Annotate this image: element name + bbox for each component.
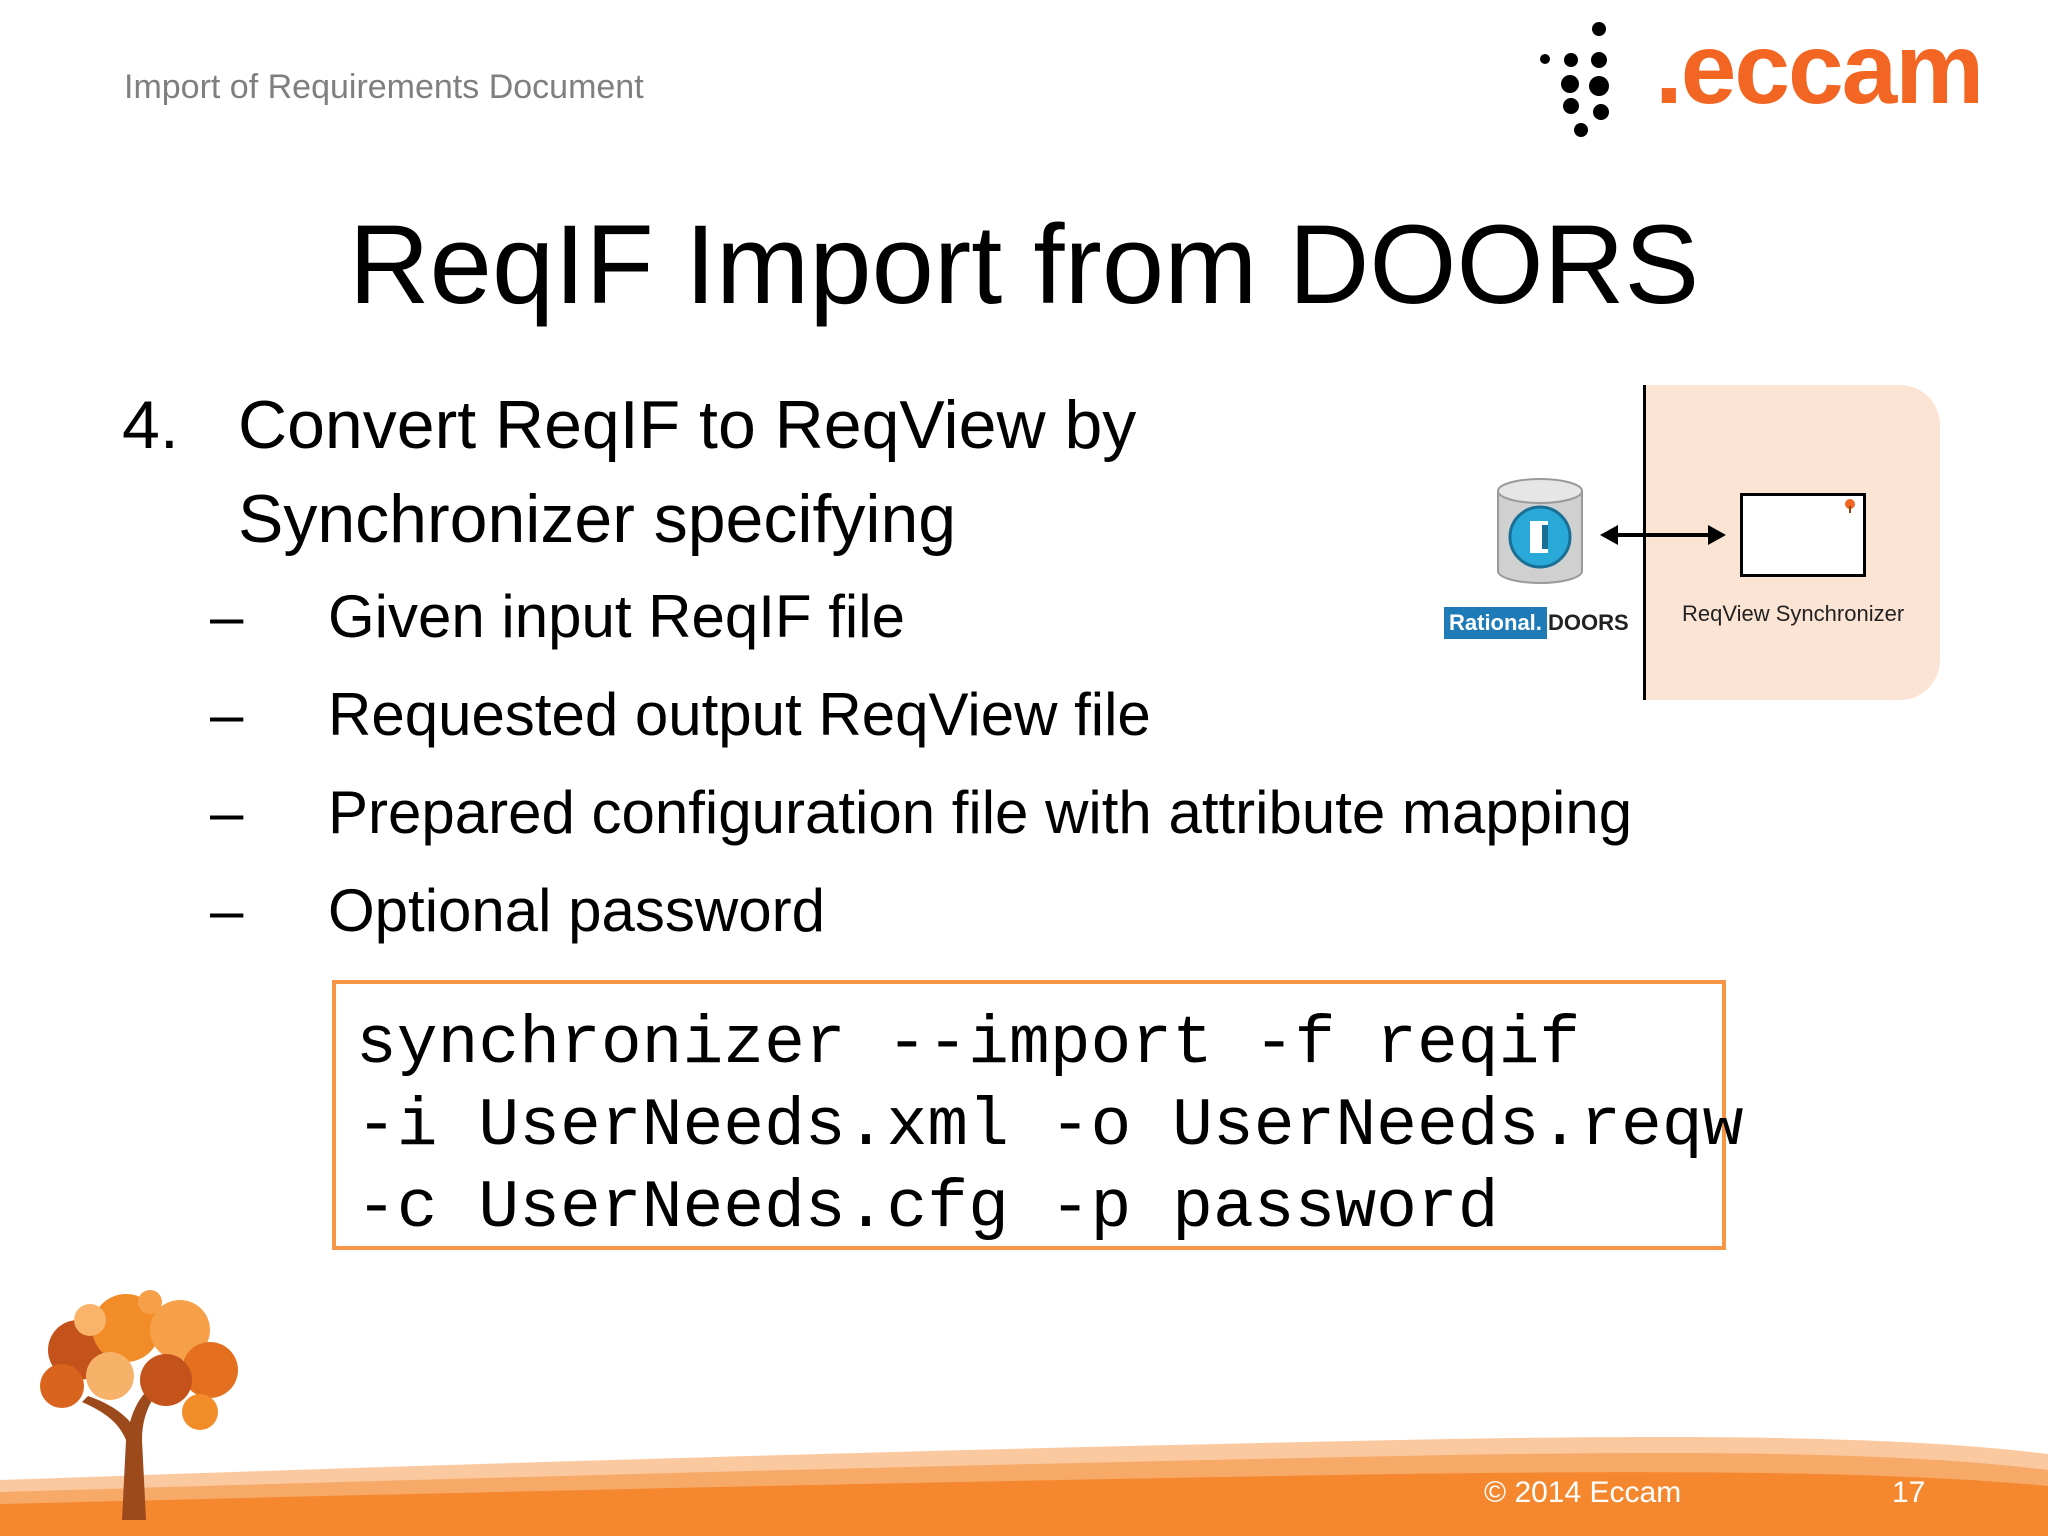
tree-small-icon (1845, 499, 1855, 513)
sub-item-label: Optional password (328, 877, 825, 944)
page-number: 17 (1892, 1476, 1926, 1509)
command-code-box: synchronizer --import -f reqif -i UserNe… (332, 980, 1744, 1250)
eccam-logo: .eccam (1535, 13, 1984, 140)
code-line: -i UserNeeds.xml -o UserNeeds.reqw (356, 1088, 1744, 1165)
step-number: 4. (122, 387, 179, 463)
sync-diagram: Rational. DOORS ReqView Synchronizer (1440, 385, 1940, 700)
sub-item-label: Prepared configuration file with attribu… (328, 779, 1633, 846)
doors-database-icon (1497, 478, 1583, 584)
divider-line (1643, 385, 1646, 700)
footer-copyright: © 2014 Eccam (1484, 1476, 1682, 1509)
reqview-window-icon (1740, 493, 1866, 577)
dash-bullet: – (210, 681, 244, 748)
dash-bullet: – (210, 779, 244, 846)
logo-wordmark: .eccam (1655, 13, 1984, 125)
bidirectional-arrow-icon (1600, 525, 1726, 545)
synchronizer-label: ReqView Synchronizer (1682, 601, 1905, 626)
slide-title: ReqIF Import from DOORS (348, 202, 1700, 327)
sub-item-label: Given input ReqIF file (328, 583, 905, 650)
step-text: Convert ReqIF to ReqView by Synchronizer… (238, 387, 1137, 557)
footer-wave-band (0, 1436, 2048, 1536)
rational-badge: Rational. (1444, 607, 1547, 639)
dash-bullet: – (210, 583, 244, 650)
code-line: -c UserNeeds.cfg -p password (356, 1170, 1499, 1247)
header-caption: Import of Requirements Document (124, 68, 644, 106)
code-line: synchronizer --import -f reqif (356, 1006, 1581, 1083)
dash-bullet: – (210, 877, 244, 944)
sub-item-label: Requested output ReqView file (328, 681, 1151, 748)
doors-label: DOORS (1548, 610, 1629, 635)
logo-dots-icon (1540, 22, 1609, 137)
tree-logo-icon (40, 1290, 238, 1520)
